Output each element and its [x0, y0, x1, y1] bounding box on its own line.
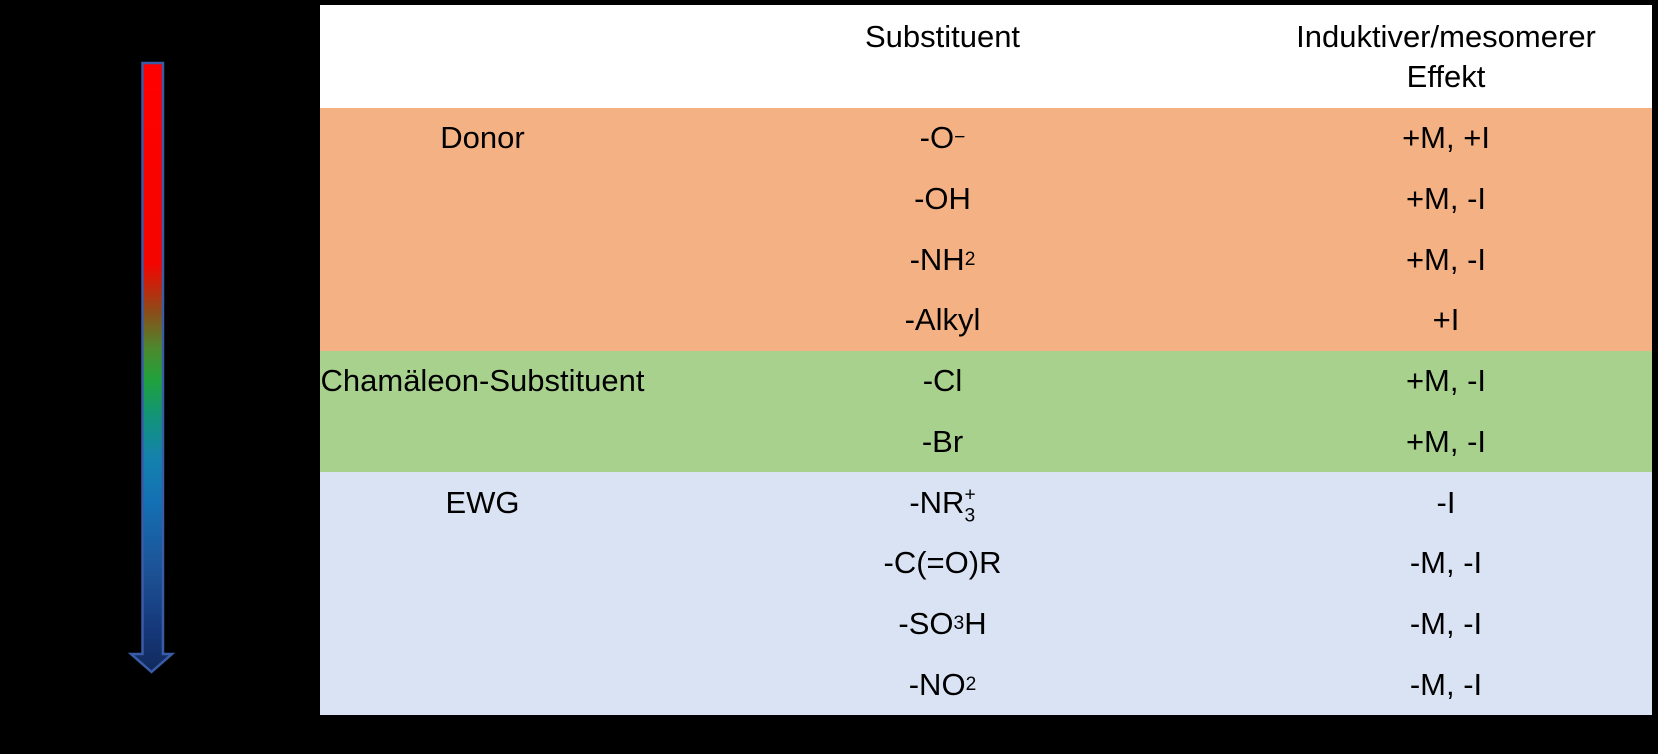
effect-cell: +I [1432, 302, 1460, 338]
effect-cell: +M, -I [1405, 423, 1487, 459]
substituent-cell: -Cl [645, 351, 1240, 412]
substituent-text: -NO [908, 666, 966, 702]
effect-cell: +M, +I [1402, 120, 1490, 156]
substituent-text-post: H [964, 605, 987, 641]
substituent-cell: -O− [919, 120, 966, 156]
category-cell [320, 169, 645, 230]
category-cell [320, 594, 645, 655]
substituent-cell: -OH [645, 169, 1240, 230]
effect-cell: -M, -I [1409, 666, 1483, 702]
effect-cell: +M, -I [1405, 241, 1487, 277]
category-cell: EWG [445, 484, 520, 520]
category-cell [320, 533, 645, 594]
header-cell-effect: Induktiver/mesomerer Effekt [1240, 5, 1652, 108]
table-row: Chamäleon-Substituent -Cl +M, -I [320, 350, 1652, 412]
substituent-sub: 3 [964, 505, 976, 527]
substituent-text: -Cl [922, 363, 963, 399]
substituent-cell: -C(=O)R [645, 533, 1240, 594]
effect-cell: -M, -I [1409, 545, 1483, 581]
category-cell [320, 412, 645, 473]
substituent-cell: -Br [645, 412, 1240, 473]
category-cell: Chamäleon-Substituent [320, 363, 645, 399]
effect-cell: -I [1436, 484, 1456, 520]
header-cell-category [320, 5, 645, 108]
header-cell-substituent: Substituent [645, 5, 1240, 108]
category-cell [320, 654, 645, 715]
substituent-effects-table: Substituent Induktiver/mesomerer Effekt … [320, 5, 1652, 716]
category-cell: Donor [440, 120, 525, 156]
substituent-text: -OH [914, 181, 971, 217]
substituent-text: -O [919, 120, 955, 156]
table-row: -C(=O)R -M, -I [320, 532, 1652, 594]
substituent-cell: -NR+3 [645, 472, 1240, 533]
gradient-arrow-shape [127, 61, 176, 674]
gradient-arrow-icon [127, 61, 176, 674]
arrow-layer [0, 0, 320, 749]
substituent-text: -Alkyl [904, 302, 981, 338]
substituent-text: -C(=O)R [883, 545, 1002, 581]
substituent-text: -NH [909, 241, 965, 277]
substituent-text: -SO [898, 605, 954, 641]
category-cell [320, 290, 645, 351]
substituent-text: -NR [909, 484, 965, 520]
table-row: -OH +M, -I [320, 168, 1652, 230]
substituent-cell: -Alkyl [645, 290, 1240, 351]
table-row: EWG -NR+3 -I [320, 472, 1652, 533]
table-row: -Br +M, -I [320, 411, 1652, 473]
header-substituent-label: Substituent [864, 19, 1021, 54]
table-row: -Alkyl +I [320, 290, 1652, 351]
table-row: Donor -O− +M, +I [320, 108, 1652, 169]
effect-cell: -M, -I [1409, 605, 1483, 641]
effect-cell: +M, -I [1405, 181, 1487, 217]
substituent-supsub: +3 [964, 484, 976, 527]
header-effect-label-line2: Effekt [1406, 58, 1486, 94]
header-effect-label-line1: Induktiver/mesomerer [1296, 19, 1596, 54]
substituent-sup: + [964, 484, 976, 506]
substituent-text: -Br [921, 423, 964, 459]
category-cell [320, 229, 645, 290]
table-header-row: Substituent Induktiver/mesomerer Effekt [320, 5, 1652, 108]
effect-cell: +M, -I [1405, 363, 1487, 399]
